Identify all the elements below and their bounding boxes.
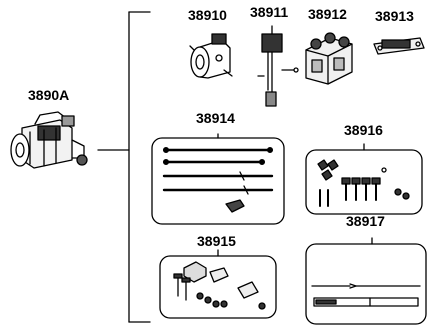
cable-connector-drawing xyxy=(257,25,299,107)
rod-kit-box xyxy=(151,133,285,225)
hardware-kit-box xyxy=(305,143,423,215)
part-label-motor: 38910 xyxy=(188,7,227,23)
bracket-kit-box xyxy=(159,249,277,319)
part-label-control-box: 38912 xyxy=(308,6,347,22)
control-box-drawing xyxy=(305,32,353,85)
motor-drawing xyxy=(189,33,233,79)
mounting-plate-drawing xyxy=(373,37,425,55)
part-label-bracket-kit: 38915 xyxy=(197,233,236,249)
winch-assembly-drawing xyxy=(10,111,88,169)
part-label-main: 3890A xyxy=(28,87,70,103)
part-label-rod-kit: 38914 xyxy=(196,110,235,126)
tool-kit-box xyxy=(305,237,427,325)
part-label-mounting-plate: 38913 xyxy=(375,8,414,24)
part-label-tool-kit: 38917 xyxy=(346,213,385,229)
part-label-hardware-kit: 38916 xyxy=(344,122,383,138)
bracket-lines xyxy=(97,11,151,323)
part-label-cable: 38911 xyxy=(250,4,289,20)
